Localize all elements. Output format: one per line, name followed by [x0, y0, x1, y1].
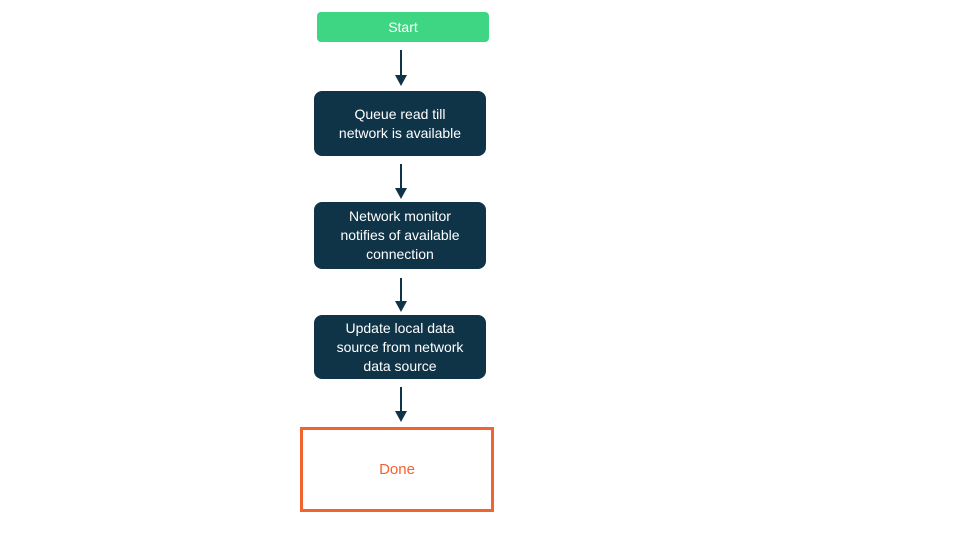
- arrow-start-to-queue: [395, 50, 407, 86]
- node-done-label: Done: [379, 461, 415, 478]
- arrow-stem: [400, 278, 402, 301]
- flowchart-node-done: Done: [300, 427, 494, 512]
- flowchart-node-start: Start: [317, 12, 489, 42]
- node-start-label: Start: [388, 19, 418, 35]
- arrow-stem: [400, 387, 402, 411]
- flowchart-node-queue-read: Queue read till network is available: [314, 91, 486, 156]
- arrowhead-down-icon: [395, 188, 407, 199]
- arrowhead-down-icon: [395, 75, 407, 86]
- arrow-stem: [400, 164, 402, 188]
- arrow-monitor-to-update: [395, 278, 407, 312]
- arrow-stem: [400, 50, 402, 75]
- arrowhead-down-icon: [395, 301, 407, 312]
- arrowhead-down-icon: [395, 411, 407, 422]
- node-queue-read-label: Queue read till network is available: [338, 105, 462, 141]
- node-network-monitor-label: Network monitor notifies of available co…: [340, 208, 460, 262]
- flowchart-node-update-local: Update local data source from network da…: [314, 315, 486, 379]
- arrow-update-to-done: [395, 387, 407, 422]
- arrow-queue-to-monitor: [395, 164, 407, 199]
- node-update-local-label: Update local data source from network da…: [336, 319, 464, 374]
- flowchart-node-network-monitor: Network monitor notifies of available co…: [314, 202, 486, 269]
